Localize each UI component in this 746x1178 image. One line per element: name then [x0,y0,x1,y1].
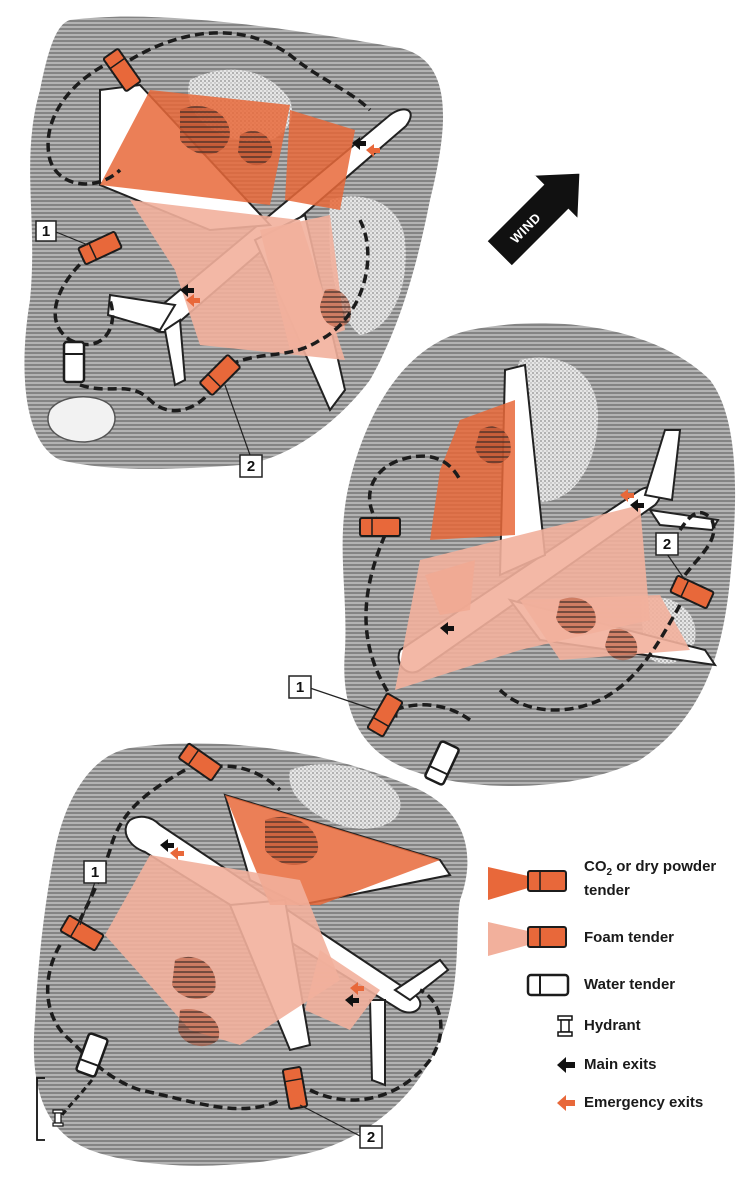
callout-number: 1 [42,223,50,240]
hydrant-icon [53,1110,63,1126]
foam-tender-icon [488,918,570,958]
legend-label-hydrant: Hydrant [584,1017,641,1035]
water-tender-vehicle [64,342,84,382]
water-pool [48,397,115,442]
legend-label-foam: Foam tender [584,929,674,947]
water-tender-icon [526,972,570,998]
legend-main-exits: Main exits [488,1052,743,1078]
callout-number: 2 [247,458,255,475]
legend-foam-tender: Foam tender [488,918,743,958]
hydrant-icon [556,1014,574,1038]
co2-tender-vehicle [360,518,400,536]
legend-water-tender: Water tender [488,970,743,1000]
co2-tender-icon [488,862,570,902]
callout-number: 1 [91,864,99,881]
emergency-exit-icon [556,1094,576,1112]
legend-hydrant: Hydrant [488,1012,743,1040]
legend-co2-tender: CO2 or dry powder tender [488,858,743,904]
callout-number: 2 [367,1129,375,1146]
wind-arrow: WIND [476,150,603,277]
callout-number: 1 [296,679,304,696]
legend-label-emergency-exits: Emergency exits [584,1094,703,1112]
legend-emergency-exits: Emergency exits [488,1090,743,1116]
legend-label-main-exits: Main exits [584,1056,657,1074]
main-exit-icon [556,1056,576,1074]
tail-lower [370,1000,385,1085]
callout-number: 2 [663,536,671,553]
legend-label-water: Water tender [584,976,675,994]
scene-bottom: 1 2 [34,743,468,1166]
legend-label-co2: CO2 or dry powder tender [584,858,716,900]
